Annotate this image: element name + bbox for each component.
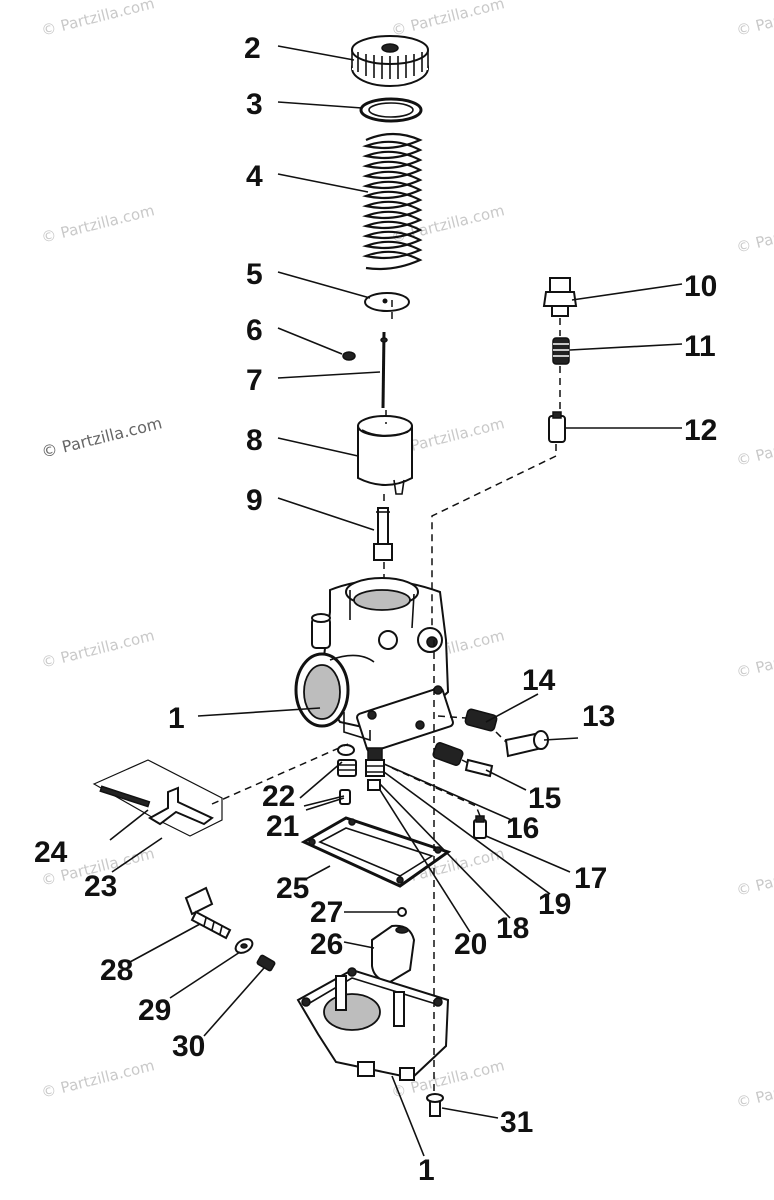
callout-28: 28: [100, 954, 133, 987]
part-2-carburetor-cap: [351, 35, 429, 87]
part-22-pilot-jet-washer: [337, 744, 355, 756]
part-7-jet-needle: [380, 331, 388, 409]
part-14-air-screw-spring: [464, 708, 498, 732]
part-31-bowl-screw: [426, 1093, 444, 1117]
callout-26: 26: [310, 928, 343, 961]
part-28-drain-bolt: [184, 886, 232, 940]
part-15-throttle-stop-screw: [432, 742, 494, 778]
callout-12: 12: [684, 414, 717, 447]
part-13-air-screw: [504, 730, 549, 758]
part-4-throttle-spring: [362, 132, 423, 271]
part-12-idle-screw-piston: [548, 411, 566, 443]
part-17-pilot-air-jet: [473, 815, 487, 839]
callout-27: 27: [310, 896, 343, 929]
callout-3: 3: [246, 88, 263, 121]
part-11-idle-screw-spring: [552, 337, 570, 365]
part-26-float: [371, 924, 416, 984]
part-19-needle-jet-holder: [365, 747, 385, 777]
callout-13: 13: [582, 700, 615, 733]
part-27-float-needle: [397, 907, 407, 917]
callout-7: 7: [246, 364, 263, 397]
part-6-needle-clip: [342, 351, 356, 361]
callout-17: 17: [574, 862, 607, 895]
callout-24: 24: [34, 836, 68, 869]
part-25-float-bowl-gasket: [300, 816, 452, 888]
part-1-float-bowl: [296, 967, 450, 1081]
callout-22: 22: [262, 780, 295, 813]
part-1-carburetor-body: [294, 577, 454, 753]
callout-23: 23: [84, 870, 117, 903]
part-8-throttle-valve: [357, 415, 413, 495]
part-5-needle-retainer: [364, 292, 410, 312]
callout-21: 21: [266, 810, 299, 843]
callout-31: 31: [500, 1106, 533, 1139]
part-9-needle-jet: [373, 507, 393, 561]
part-24-float-pin: [92, 759, 223, 837]
part-18-main-jet: [367, 779, 381, 791]
callout-11: 11: [684, 330, 716, 363]
part-30-drain-plug: [256, 954, 276, 972]
callout-19: 19: [538, 888, 571, 921]
callout-10: 10: [684, 270, 717, 303]
part-29-drain-washer: [234, 938, 254, 954]
callout-4: 4: [246, 160, 263, 193]
callout-16: 16: [506, 812, 539, 845]
part-10-idle-adjust-screw: [542, 277, 578, 317]
callout-25: 25: [276, 872, 309, 905]
callout-1-body: 1: [168, 702, 185, 735]
callout-2: 2: [244, 32, 261, 65]
callout-14: 14: [522, 664, 556, 697]
callout-30: 30: [172, 1030, 205, 1063]
callout-8: 8: [246, 424, 263, 457]
callout-20: 20: [454, 928, 487, 961]
callout-1-bowl: 1: [418, 1154, 435, 1187]
callout-6: 6: [246, 314, 263, 347]
part-23-float-arm: [148, 786, 214, 826]
callout-9: 9: [246, 484, 263, 517]
callout-15: 15: [528, 782, 561, 815]
part-3-cap-gasket: [359, 97, 423, 123]
callout-29: 29: [138, 994, 171, 1027]
leader-lines: [109, 45, 683, 1157]
callout-18: 18: [496, 912, 529, 945]
callout-5: 5: [246, 258, 263, 291]
